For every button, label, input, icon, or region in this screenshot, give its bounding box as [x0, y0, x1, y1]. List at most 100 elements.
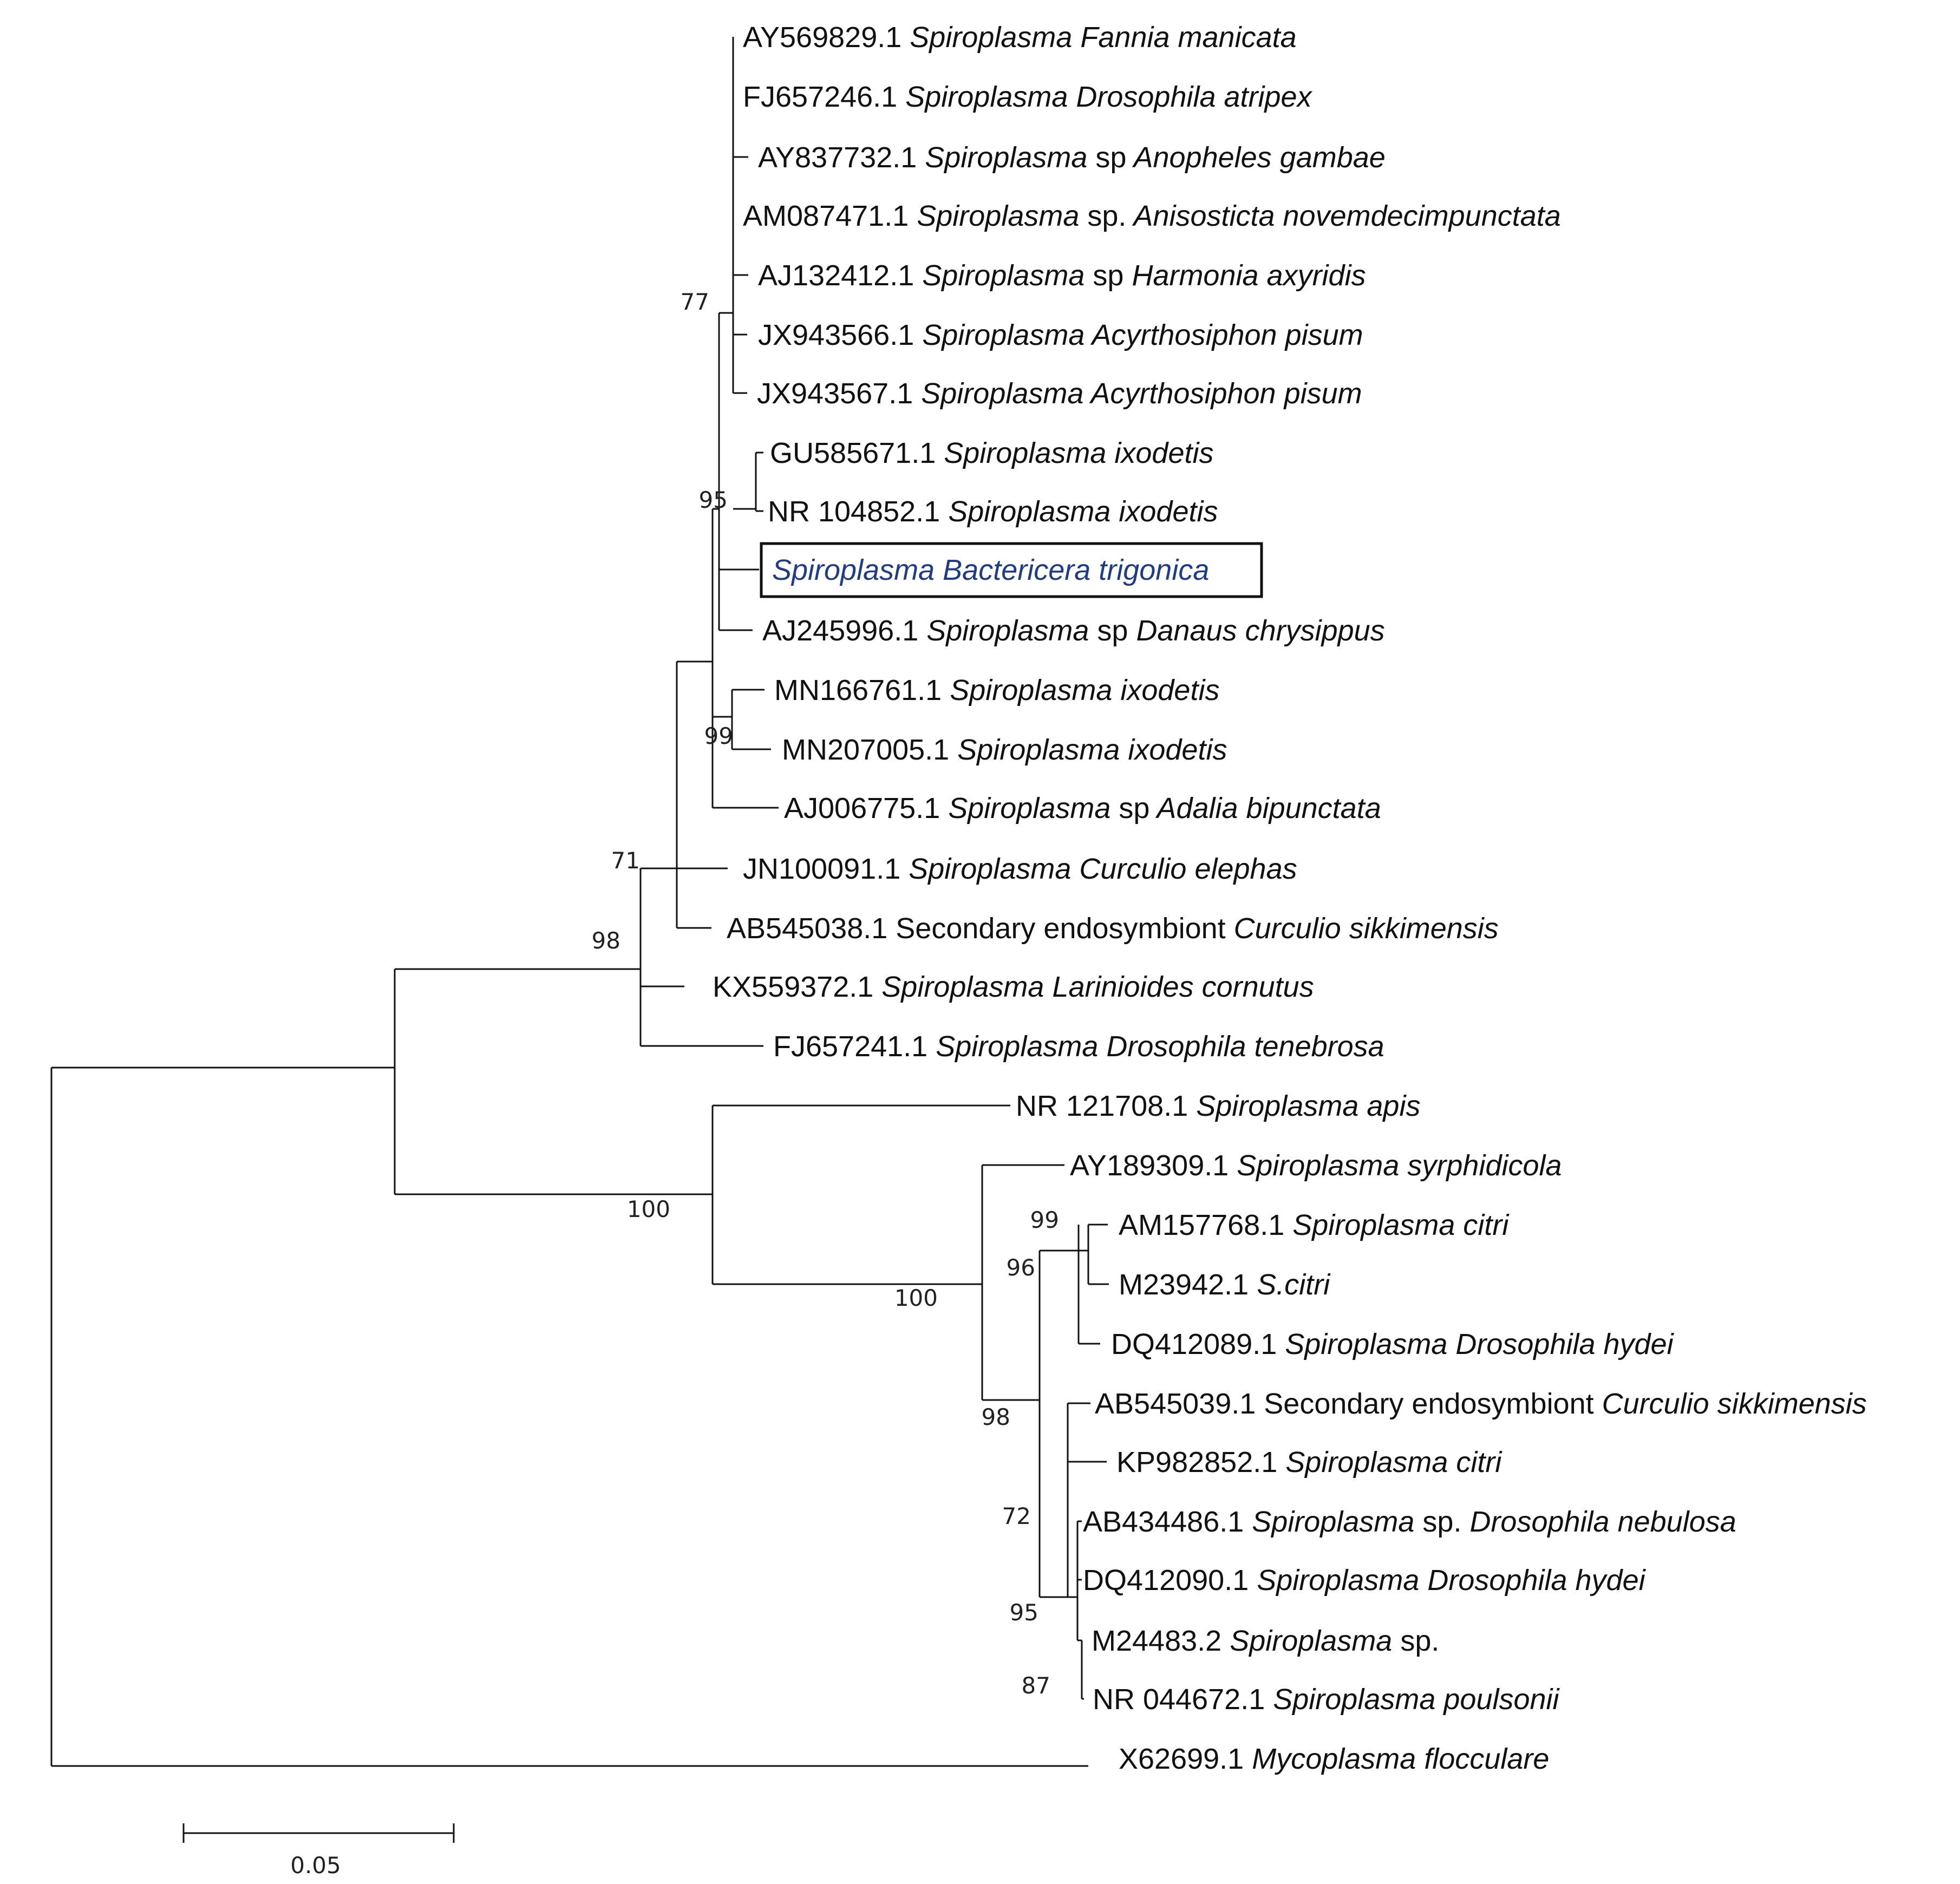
taxon-name-part: JX943567.1: [757, 377, 913, 410]
taxon-label: AJ006775.1 Spiroplasma sp Adalia bipunct…: [784, 792, 1381, 825]
taxon-name-italic: Anopheles gambae: [1126, 141, 1385, 174]
taxon-label: AB545038.1 Secondary endosymbiont Curcul…: [727, 912, 1499, 945]
taxon-name-part: NR 044672.1: [1093, 1683, 1265, 1716]
taxon-label: AM157768.1 Spiroplasma citri: [1119, 1209, 1510, 1241]
taxon-name-part: sp: [1084, 259, 1123, 292]
taxon-label: JX943566.1 Spiroplasma Acyrthosiphon pis…: [758, 319, 1363, 351]
taxon-name-part: AY189309.1: [1070, 1149, 1229, 1182]
scale-bar-label: 0.05: [290, 1852, 341, 1879]
taxon-name-italic: flocculare: [1416, 1743, 1549, 1775]
taxon-name-part: sp: [1089, 614, 1128, 647]
bootstrap-value: 95: [1010, 1599, 1038, 1626]
taxon-name-italic: Spiroplasma: [942, 674, 1112, 706]
taxon-label: DQ412089.1 Spiroplasma Drosophila hydei: [1111, 1328, 1675, 1360]
taxon-label: AB434486.1 Spiroplasma sp. Drosophila ne…: [1083, 1506, 1736, 1538]
taxon-name-part: sp: [1110, 792, 1149, 825]
bootstrap-value: 77: [681, 289, 709, 315]
bootstrap-value: 100: [627, 1196, 670, 1222]
taxon-name-italic: citri: [1455, 1209, 1510, 1241]
bootstrap-value: 71: [611, 847, 640, 874]
taxon-label: KX559372.1 Spiroplasma Larinioides cornu…: [713, 971, 1314, 1003]
taxon-name-part: JN100091.1: [743, 853, 900, 885]
taxon-name-italic: Spiroplasma: [1284, 1209, 1455, 1241]
taxon-label: X62699.1 Mycoplasma flocculare: [1119, 1743, 1549, 1775]
taxon-name-italic: ixodetis: [1106, 437, 1213, 469]
taxon-label: JX943567.1 Spiroplasma Acyrthosiphon pis…: [757, 377, 1362, 410]
taxon-name-italic: Spiroplasma: [1244, 1506, 1414, 1538]
taxon-name-italic: Spiroplasma: [927, 1030, 1098, 1063]
taxon-name-italic: Spiroplasma: [940, 495, 1110, 528]
bootstrap-value: 99: [704, 723, 733, 749]
taxon-name-part: FJ657241.1: [773, 1030, 927, 1063]
taxon-name-part: AJ006775.1: [784, 792, 940, 825]
taxon-name-part: KX559372.1: [713, 971, 873, 1003]
taxon-name-part: sp.: [1414, 1506, 1461, 1538]
taxon-label: KP982852.1 Spiroplasma citri: [1116, 1446, 1502, 1479]
taxon-name-italic: Mycoplasma: [1244, 1743, 1416, 1775]
bootstrap-value: 72: [1002, 1503, 1031, 1529]
taxon-label: FJ657241.1 Spiroplasma Drosophila tenebr…: [773, 1030, 1384, 1063]
taxon-name-part: DQ412089.1: [1111, 1328, 1277, 1360]
taxon-name-part: AJ245996.1: [762, 614, 918, 647]
taxon-label: MN207005.1 Spiroplasma ixodetis: [782, 734, 1227, 766]
highlight-box: [760, 542, 1263, 598]
taxon-name-italic: Curculio elephas: [1071, 853, 1297, 885]
taxon-name-italic: poulsonii: [1435, 1683, 1560, 1716]
taxon-name-italic: Spiroplasma: [901, 21, 1072, 54]
taxon-name-part: AB434486.1: [1083, 1506, 1244, 1538]
taxon-name-italic: Curculio sikkimensis: [1226, 912, 1499, 945]
taxon-name-italic: Spiroplasma: [913, 377, 1083, 410]
taxon-label: AY189309.1 Spiroplasma syrphidicola: [1070, 1149, 1562, 1182]
taxon-name-part: AB545039.1: [1095, 1388, 1256, 1420]
bootstrap-value: 96: [1007, 1254, 1035, 1281]
taxon-label: AJ132412.1 Spiroplasma sp Harmonia axyri…: [758, 259, 1366, 292]
taxon-name-italic: ixodetis: [1112, 674, 1219, 706]
taxon-name-italic: ixodetis: [1120, 734, 1227, 766]
taxon-name-italic: ixodetis: [1110, 495, 1218, 528]
taxon-name-italic: Fannia manicata: [1072, 21, 1296, 54]
taxon-name-part: MN207005.1: [782, 734, 949, 766]
taxon-labels: AY569829.1 Spiroplasma Fannia manicataFJ…: [713, 21, 1867, 1775]
taxon-name-italic: Drosophila hydei: [1419, 1564, 1646, 1597]
taxon-label: FJ657246.1 Spiroplasma Drosophila atripe…: [743, 81, 1313, 113]
bootstrap-value: 100: [894, 1285, 938, 1311]
taxon-name-italic: Spiroplasma: [897, 81, 1068, 113]
taxon-name-italic: Drosophila nebulosa: [1461, 1506, 1736, 1538]
taxon-name-part: sp.: [1392, 1625, 1439, 1657]
taxon-name-italic: Adalia bipunctata: [1149, 792, 1381, 825]
taxon-name-italic: apis: [1358, 1090, 1420, 1122]
taxon-name-part: X62699.1: [1119, 1743, 1244, 1775]
taxon-label: AJ245996.1 Spiroplasma sp Danaus chrysip…: [762, 614, 1385, 647]
taxon-name-italic: Acyrthosiphon pisum: [1084, 319, 1363, 351]
taxon-name-part: AM157768.1: [1119, 1209, 1284, 1241]
taxon-label: JN100091.1 Spiroplasma Curculio elephas: [743, 853, 1297, 885]
taxon-label: M23942.1 S.citri: [1119, 1268, 1331, 1301]
taxon-label: AM087471.1 Spiroplasma sp. Anisosticta n…: [743, 200, 1561, 232]
taxon-name-italic: Drosophila atripex: [1068, 81, 1312, 113]
taxon-name-part: M23942.1: [1119, 1268, 1249, 1301]
taxon-name-part: FJ657246.1: [743, 81, 897, 113]
taxon-label: AY569829.1 Spiroplasma Fannia manicata: [743, 21, 1297, 54]
taxon-name-italic: Spiroplasma: [1277, 1446, 1448, 1479]
taxon-label: NR 121708.1 Spiroplasma apis: [1016, 1090, 1420, 1122]
taxon-name-italic: Acyrthosiphon pisum: [1083, 377, 1362, 410]
bootstrap-value: 99: [1030, 1207, 1059, 1233]
taxon-name-italic: Spiroplasma: [1277, 1328, 1447, 1360]
taxon-label: AY837732.1 Spiroplasma sp Anopheles gamb…: [758, 141, 1386, 174]
taxon-name-italic: Spiroplasma: [1188, 1090, 1358, 1122]
bootstrap-value: 98: [982, 1404, 1010, 1430]
taxon-name-part: MN166761.1: [774, 674, 942, 706]
bootstrap-value: 95: [699, 487, 728, 513]
taxon-name-part: NR 121708.1: [1016, 1090, 1188, 1122]
taxon-name-italic: Curculio sikkimensis: [1594, 1388, 1867, 1420]
taxon-name-italic: Danaus chrysippus: [1128, 614, 1384, 647]
taxon-label: DQ412090.1 Spiroplasma Drosophila hydei: [1083, 1564, 1647, 1597]
taxon-name-italic: Bactericera trigonica: [935, 554, 1209, 586]
taxon-name-italic: Spiroplasma: [1265, 1683, 1435, 1716]
taxon-name-italic: Spiroplasma: [914, 259, 1084, 292]
taxon-name-italic: Spiroplasma: [917, 141, 1087, 174]
taxon-name-italic: Spiroplasma: [1249, 1564, 1419, 1597]
scale-bar: 0.05: [182, 1823, 455, 1879]
